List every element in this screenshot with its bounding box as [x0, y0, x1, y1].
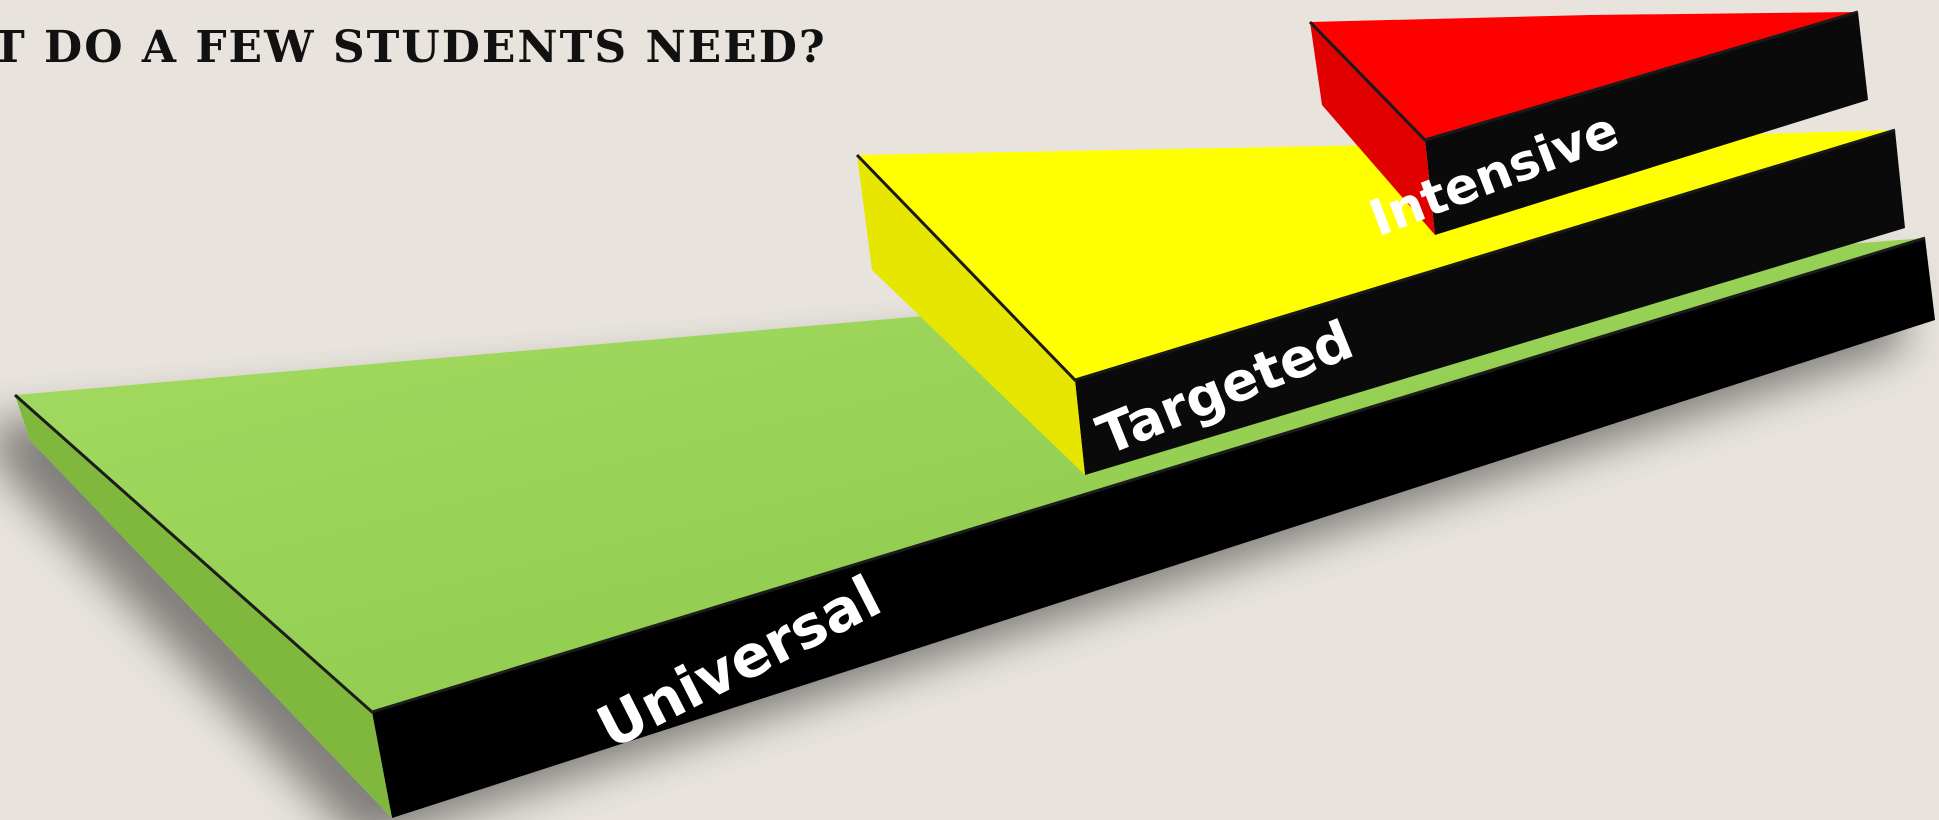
intensive-side-face — [1310, 22, 1435, 235]
targeted-front-face — [1075, 130, 1905, 475]
universal-side-face — [15, 395, 392, 818]
slide-title: T DO A FEW STUDENTS NEED? — [0, 22, 827, 73]
universal-front-face — [372, 238, 1935, 818]
intensive-front-face — [1425, 12, 1868, 235]
intensive-top-face — [1310, 12, 1858, 140]
tier-intensive — [1308, 10, 1868, 235]
targeted-top-face — [857, 130, 1895, 380]
targeted-side-face — [857, 155, 1085, 475]
tier-targeted — [855, 128, 1905, 475]
